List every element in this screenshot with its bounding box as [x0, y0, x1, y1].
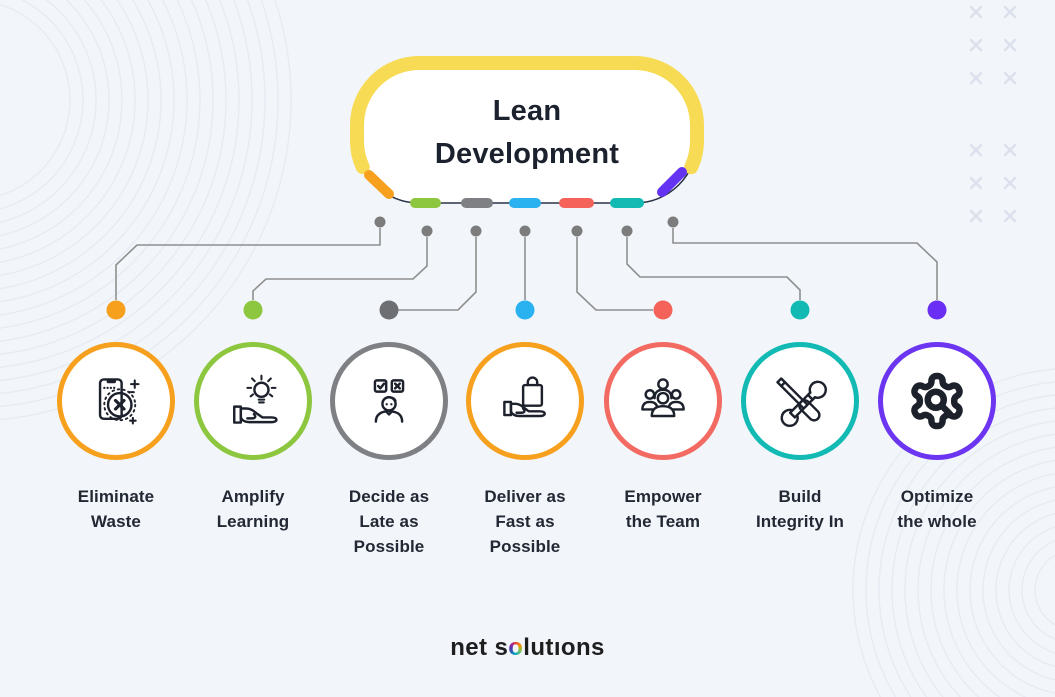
net-solutions-logo: net solutıons — [0, 634, 1055, 662]
person-checkboxes-icon — [373, 379, 405, 423]
branch-dot-build-integrity — [790, 300, 810, 320]
principle-label-deliver-fast: Deliver as Fast as Possible — [484, 487, 566, 556]
connector-7 — [672, 228, 938, 300]
top-dot-4 — [519, 225, 531, 237]
principle-label-empower-team: Empower the Team — [624, 487, 702, 531]
phone-x-icon — [98, 378, 140, 425]
top-dot-3 — [470, 225, 482, 237]
tools-icon — [776, 377, 827, 428]
title-line2: Development — [434, 138, 620, 170]
connector-top-dots — [374, 216, 679, 237]
principle-circle-deliver-fast — [466, 342, 584, 460]
title-line1: Lean — [492, 95, 562, 127]
dash-purple — [657, 167, 687, 197]
connector-2 — [252, 237, 428, 300]
principle-circle-empower-team — [604, 342, 722, 460]
gear-magnifier-icon — [911, 372, 963, 430]
principle-label-decide-late: Decide as Late as Possible — [348, 487, 430, 556]
branch-dot-deliver-fast — [515, 300, 535, 320]
principle-label-eliminate-waste: Eliminate Waste — [77, 487, 155, 531]
logo-accent-letter: o — [508, 634, 524, 661]
dash-orange — [364, 170, 394, 199]
ripple-decoration-bottom-right — [852, 368, 1055, 697]
hand-lightbulb-icon — [233, 374, 278, 424]
principle-circle-build-integrity — [741, 342, 859, 460]
top-dot-1 — [374, 216, 386, 228]
principle-circle-decide-late — [330, 342, 448, 460]
connectors — [115, 228, 938, 311]
principle-circle-amplify-learning — [194, 342, 312, 460]
connector-6 — [626, 237, 801, 300]
connector-colored-dots — [106, 300, 947, 320]
branch-dot-eliminate-waste — [106, 300, 126, 320]
principle-label-optimize-whole: Optimize the whole — [897, 487, 977, 531]
branch-dot-empower-team — [653, 300, 673, 320]
connector-1 — [115, 228, 381, 300]
connector-3 — [398, 237, 477, 311]
top-dot-5 — [571, 225, 583, 237]
branch-dot-optimize-whole — [927, 300, 947, 320]
top-dot-2 — [421, 225, 433, 237]
x-pattern-decoration — [969, 5, 1017, 223]
center-pill — [350, 56, 704, 210]
ripple-decoration-top-left — [0, 0, 292, 421]
principle-label-amplify-learning: Amplify Learning — [216, 487, 290, 531]
diagram-title: Lean Development — [357, 63, 697, 203]
principle-label-build-integrity: Build Integrity In — [755, 487, 845, 531]
top-dot-6 — [621, 225, 633, 237]
top-dot-7 — [667, 216, 679, 228]
logo-text-prefix: net s — [450, 634, 509, 661]
principle-circle-optimize-whole — [878, 342, 996, 460]
principle-circle-eliminate-waste — [57, 342, 175, 460]
branch-dot-amplify-learning — [243, 300, 263, 320]
team-icon — [641, 378, 685, 418]
branch-dot-decide-late — [379, 300, 399, 320]
logo-text-suffix: lutıons — [523, 634, 605, 661]
hand-bag-icon — [503, 376, 546, 418]
connector-5 — [576, 237, 653, 311]
pill-border — [350, 56, 704, 210]
